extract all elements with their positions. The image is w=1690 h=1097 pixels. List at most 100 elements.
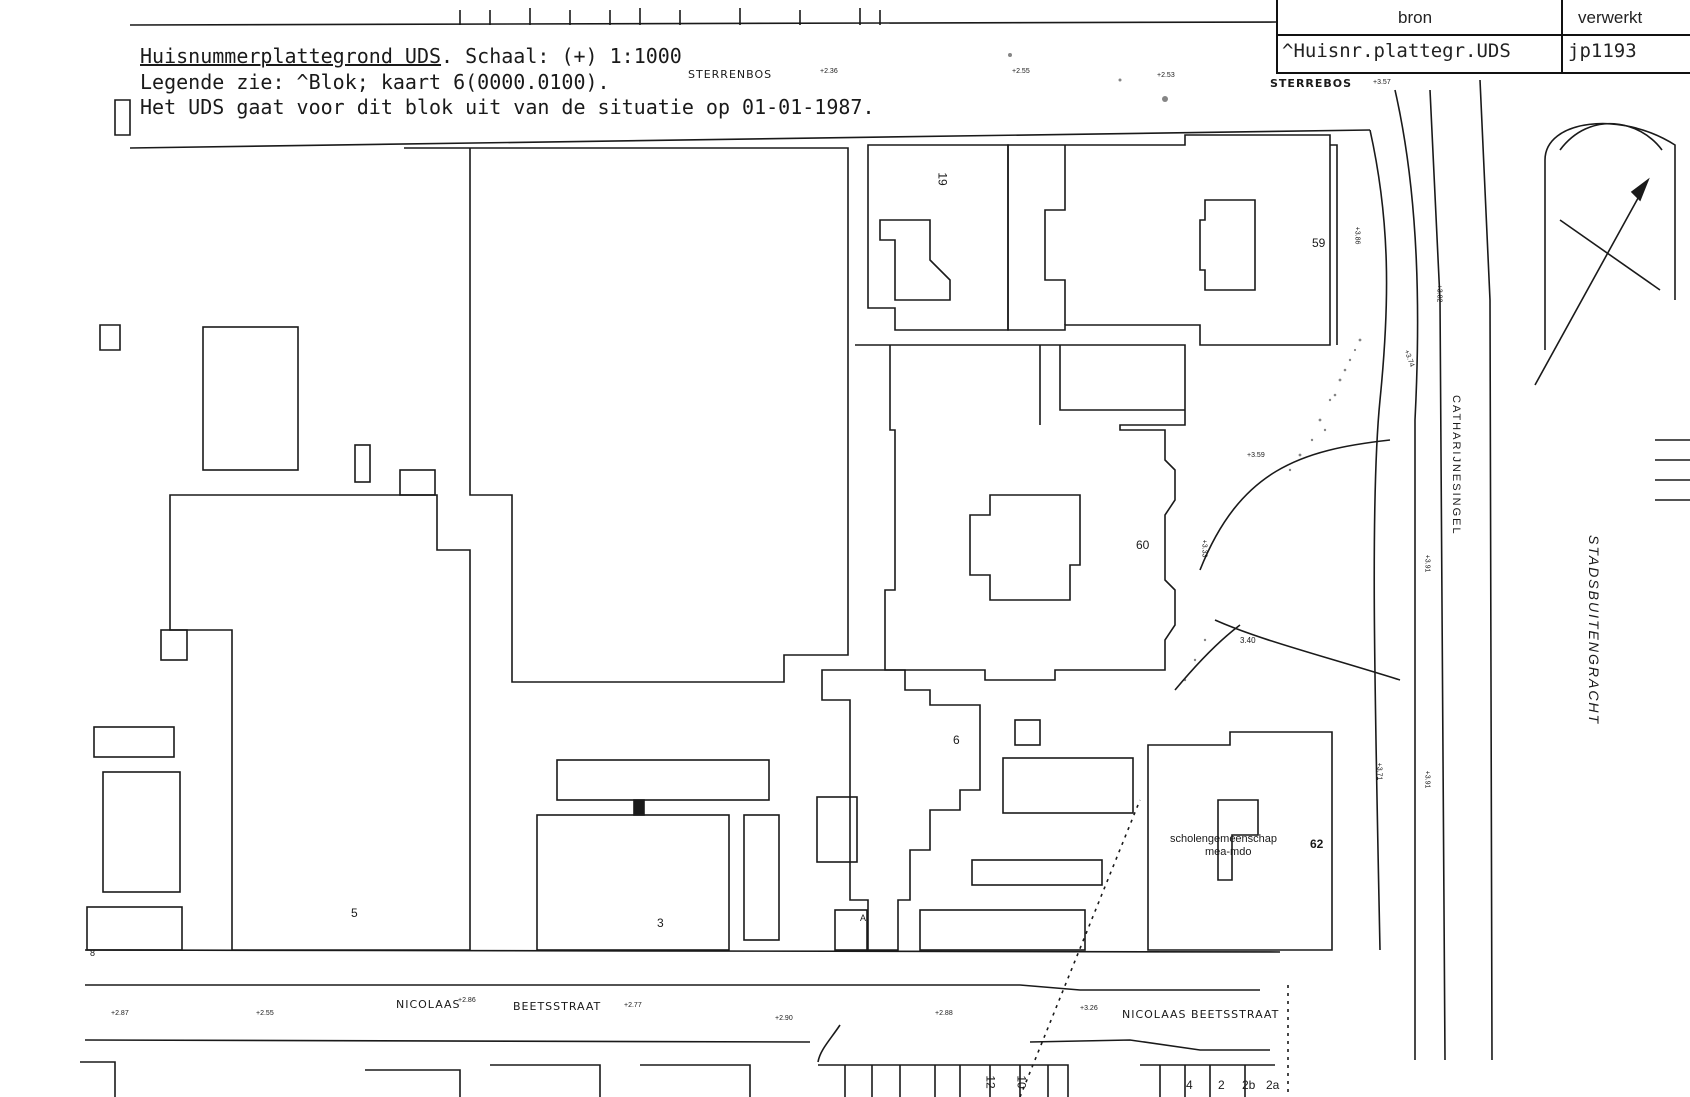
spot-height: +2.90	[775, 1015, 793, 1022]
street-sterrebos-right: STERREBOS	[1270, 77, 1353, 90]
building-19-inner	[879, 219, 951, 301]
road-singel-3	[1429, 89, 1446, 1061]
street-sterrenbos-top: STERRENBOS	[688, 68, 773, 81]
spot-height: +2.86	[458, 997, 476, 1004]
spot-height: +3.71	[1375, 762, 1383, 781]
road-curve-2	[1214, 619, 1401, 681]
edge-marks-left	[99, 99, 131, 351]
header-line-3: Het UDS gaat voor dit blok uit van de si…	[140, 95, 875, 119]
building-small-left-4	[160, 629, 188, 661]
house-number-6: 6	[953, 733, 960, 747]
building-60-top	[1039, 345, 1185, 425]
spot-height: +2.53	[1157, 72, 1175, 79]
house-number-2a: 2a	[1266, 1078, 1280, 1092]
house-number-5: 5	[351, 906, 358, 920]
spot-height: +3.59	[1247, 452, 1265, 459]
building-59-court	[1199, 199, 1256, 291]
north-arrow-shaft	[1534, 179, 1649, 386]
spot-height: +3.91	[1423, 770, 1431, 789]
building-59	[1007, 134, 1331, 346]
street-curb-3	[1029, 1039, 1270, 1051]
bar-3	[919, 909, 1086, 951]
building-60	[855, 344, 1186, 681]
building-3-top	[556, 759, 770, 801]
island-right-inner	[1559, 122, 1663, 151]
street-edge-top	[129, 21, 1277, 26]
bar-1	[1002, 757, 1134, 814]
school-label-line2: mea-mdo	[1205, 846, 1252, 858]
houses-bottom-ticks	[844, 1065, 1246, 1097]
spot-height: +2.87	[111, 1010, 129, 1017]
spot-height: +3.33	[1200, 539, 1208, 558]
spot-height: +2.88	[935, 1010, 953, 1017]
street-edge-bottom	[84, 949, 1281, 953]
road-singel-4	[1479, 79, 1493, 1061]
bar-4	[1014, 719, 1041, 746]
spot-height: +3.86	[1353, 226, 1361, 245]
building-small-left-5	[93, 726, 175, 758]
island-right	[1544, 122, 1676, 350]
building-60-court	[969, 494, 1081, 601]
house-number-60: 60	[1136, 538, 1150, 552]
house-number-8: 8	[90, 948, 96, 958]
spot-height: +3.82	[1435, 284, 1443, 303]
house-number-4: 4	[1186, 1078, 1193, 1092]
building-6	[821, 669, 981, 951]
house-number-3: 3	[657, 916, 664, 930]
north-arrow-head	[1630, 177, 1650, 202]
building-small-7	[743, 814, 780, 941]
street-nicolaas-beetsstraat: NICOLAAS BEETSSTRAAT	[1122, 1008, 1280, 1021]
building-62-inner	[1217, 799, 1259, 881]
street-edge-top-2	[129, 129, 1371, 149]
building-59-right	[1330, 144, 1338, 345]
spot-height: +2.36	[820, 68, 838, 75]
spot-height: +3.26	[1080, 1005, 1098, 1012]
building-small-9	[834, 909, 868, 951]
street-catharijnesingel: CATHARIJNESINGEL	[1450, 395, 1462, 536]
bron-header: bron	[1398, 8, 1433, 27]
building-large-left	[169, 494, 471, 951]
edge-marks-right	[1655, 439, 1690, 501]
verwerkt-value: jp1193	[1568, 40, 1637, 62]
house-number-62: 62	[1310, 837, 1324, 851]
building-59-inner	[1044, 145, 1066, 325]
building-3-link	[633, 799, 645, 816]
building-small-left-6	[102, 771, 181, 893]
road-curve-3	[1174, 624, 1241, 691]
building-small-left-7	[86, 906, 183, 951]
house-number-10: 10	[1014, 1075, 1029, 1089]
street-curb-1	[85, 984, 1260, 991]
building-62	[1147, 731, 1333, 951]
spot-height: +2.77	[624, 1002, 642, 1009]
spot-height: +2.55	[256, 1010, 274, 1017]
street-nicolaas: NICOLAAS	[396, 998, 461, 1011]
house-number-a: A	[860, 913, 867, 923]
building-small-left-3	[399, 469, 436, 496]
spot-height: +2.55	[1012, 68, 1030, 75]
building-small-left-2	[354, 444, 371, 483]
sheet-edge	[1019, 799, 1289, 1097]
header-scale: . Schaal: (+) 1:1000	[441, 44, 682, 68]
spot-height: +3.57	[1373, 79, 1391, 86]
spot-height: +3.91	[1423, 554, 1431, 573]
house-number-2: 2	[1218, 1078, 1225, 1092]
street-curb-2	[84, 1024, 841, 1063]
road-singel-2	[1394, 89, 1419, 1060]
road-curve-1	[1199, 439, 1391, 571]
meta-table: bron verwerkt ^Huisnr.plattegr.UDS jp119…	[1276, 0, 1690, 74]
house-number-59: 59	[1312, 236, 1326, 250]
north-arrow-cross	[1559, 219, 1661, 291]
building-large-centre	[404, 147, 849, 683]
building-3	[536, 814, 730, 951]
street-stadsbuitengracht: STADSBUITENGRACHT	[1586, 535, 1602, 726]
road-singel-1	[1369, 129, 1388, 951]
bar-2	[971, 859, 1103, 886]
school-label-line1: scholengemeenschap	[1170, 833, 1278, 845]
building-small-left-1	[202, 326, 299, 471]
bron-value: ^Huisnr.plattegr.UDS	[1282, 40, 1511, 62]
house-number-19: 19	[935, 172, 950, 186]
verwerkt-header: verwerkt	[1578, 8, 1643, 27]
houses-bottom	[80, 1061, 1275, 1097]
header-line-2: Legende zie: ^Blok; kaart 6(0000.0100).	[140, 70, 610, 94]
